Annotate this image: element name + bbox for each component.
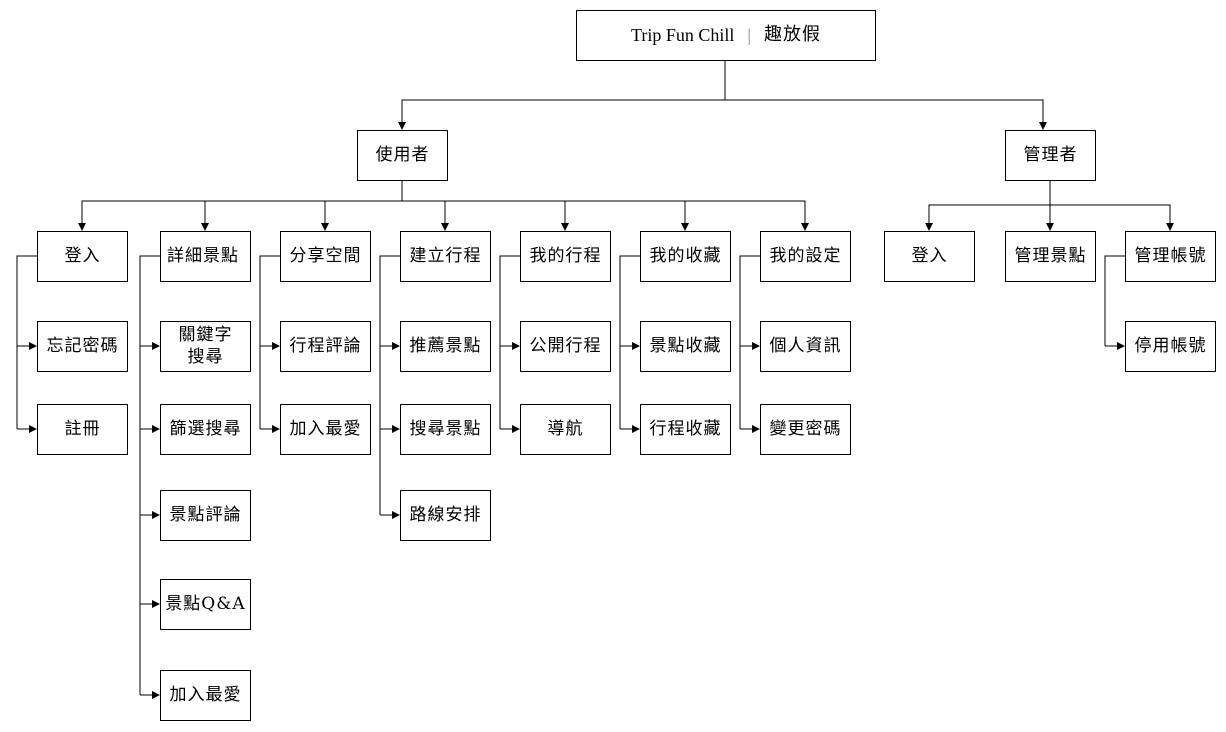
login-child-forgot-password: 忘記密碼 bbox=[37, 321, 128, 372]
spot-child-add-favorite: 加入最愛 bbox=[160, 670, 251, 721]
fav-child-spots-label: 景點收藏 bbox=[649, 335, 722, 356]
mytrips-child-navigation: 導航 bbox=[520, 404, 611, 455]
admin-module-manage-accounts-label: 管理帳號 bbox=[1134, 245, 1207, 266]
mytrips-child-navigation-label: 導航 bbox=[547, 418, 584, 439]
admin-module-manage-accounts: 管理帳號 bbox=[1125, 231, 1216, 282]
share-child-trip-review-label: 行程評論 bbox=[289, 335, 362, 356]
trip-child-route-planning-label: 路線安排 bbox=[409, 504, 482, 525]
module-share-space-label: 分享空間 bbox=[289, 245, 362, 266]
spot-child-reviews: 景點評論 bbox=[160, 490, 251, 541]
settings-child-profile: 個人資訊 bbox=[760, 321, 851, 372]
module-my-favorites: 我的收藏 bbox=[640, 231, 731, 282]
admin-module-manage-spots: 管理景點 bbox=[1005, 231, 1096, 282]
spot-child-filter-search-label: 篩選搜尋 bbox=[169, 418, 242, 439]
trip-child-route-planning: 路線安排 bbox=[400, 490, 491, 541]
spot-child-qa-label: 景點Q&A bbox=[165, 593, 246, 614]
role-admin-label: 管理者 bbox=[1023, 144, 1078, 165]
admin-module-login: 登入 bbox=[884, 231, 975, 282]
fav-child-trips: 行程收藏 bbox=[640, 404, 731, 455]
login-child-register-label: 註冊 bbox=[64, 418, 101, 439]
module-my-trips: 我的行程 bbox=[520, 231, 611, 282]
spot-child-keyword-search-label: 關鍵字 搜尋 bbox=[178, 325, 233, 367]
module-my-settings-label: 我的設定 bbox=[769, 245, 842, 266]
spot-child-filter-search: 篩選搜尋 bbox=[160, 404, 251, 455]
share-child-add-favorite-label: 加入最愛 bbox=[289, 418, 362, 439]
mytrips-child-public: 公開行程 bbox=[520, 321, 611, 372]
trip-child-recommended-spots-label: 推薦景點 bbox=[409, 335, 482, 356]
trip-child-search-spots: 搜尋景點 bbox=[400, 404, 491, 455]
role-admin: 管理者 bbox=[1005, 130, 1096, 181]
login-child-register: 註冊 bbox=[37, 404, 128, 455]
module-my-trips-label: 我的行程 bbox=[529, 245, 602, 266]
module-my-settings: 我的設定 bbox=[760, 231, 851, 282]
accounts-child-disable: 停用帳號 bbox=[1125, 321, 1216, 372]
settings-child-profile-label: 個人資訊 bbox=[769, 335, 842, 356]
root-node: Trip Fun Chill | 趣放假 bbox=[576, 10, 876, 61]
trip-child-search-spots-label: 搜尋景點 bbox=[409, 418, 482, 439]
spot-child-qa: 景點Q&A bbox=[160, 579, 251, 630]
root-subtitle: 趣放假 bbox=[764, 24, 821, 46]
settings-child-change-password-label: 變更密碼 bbox=[769, 418, 842, 439]
spot-child-add-favorite-label: 加入最愛 bbox=[169, 684, 242, 705]
module-create-trip: 建立行程 bbox=[400, 231, 491, 282]
module-login: 登入 bbox=[37, 231, 128, 282]
root-title: Trip Fun Chill bbox=[631, 25, 735, 46]
module-spot-detail-label: 詳細景點 bbox=[167, 245, 239, 266]
root-separator: | bbox=[747, 25, 751, 46]
login-child-forgot-password-label: 忘記密碼 bbox=[46, 335, 119, 356]
share-child-trip-review: 行程評論 bbox=[280, 321, 371, 372]
module-spot-detail: 詳細景點 bbox=[160, 231, 251, 282]
settings-child-change-password: 變更密碼 bbox=[760, 404, 851, 455]
accounts-child-disable-label: 停用帳號 bbox=[1134, 335, 1207, 356]
admin-module-manage-spots-label: 管理景點 bbox=[1014, 245, 1087, 266]
admin-module-login-label: 登入 bbox=[911, 245, 948, 266]
trip-child-recommended-spots: 推薦景點 bbox=[400, 321, 491, 372]
module-my-favorites-label: 我的收藏 bbox=[649, 245, 722, 266]
spot-child-reviews-label: 景點評論 bbox=[169, 504, 242, 525]
role-user-label: 使用者 bbox=[375, 144, 430, 165]
module-share-space: 分享空間 bbox=[280, 231, 371, 282]
spot-child-keyword-search: 關鍵字 搜尋 bbox=[160, 321, 251, 372]
role-user: 使用者 bbox=[357, 130, 448, 181]
module-login-label: 登入 bbox=[64, 245, 101, 266]
share-child-add-favorite: 加入最愛 bbox=[280, 404, 371, 455]
fav-child-trips-label: 行程收藏 bbox=[649, 418, 722, 439]
fav-child-spots: 景點收藏 bbox=[640, 321, 731, 372]
module-create-trip-label: 建立行程 bbox=[409, 245, 482, 266]
mytrips-child-public-label: 公開行程 bbox=[529, 335, 602, 356]
